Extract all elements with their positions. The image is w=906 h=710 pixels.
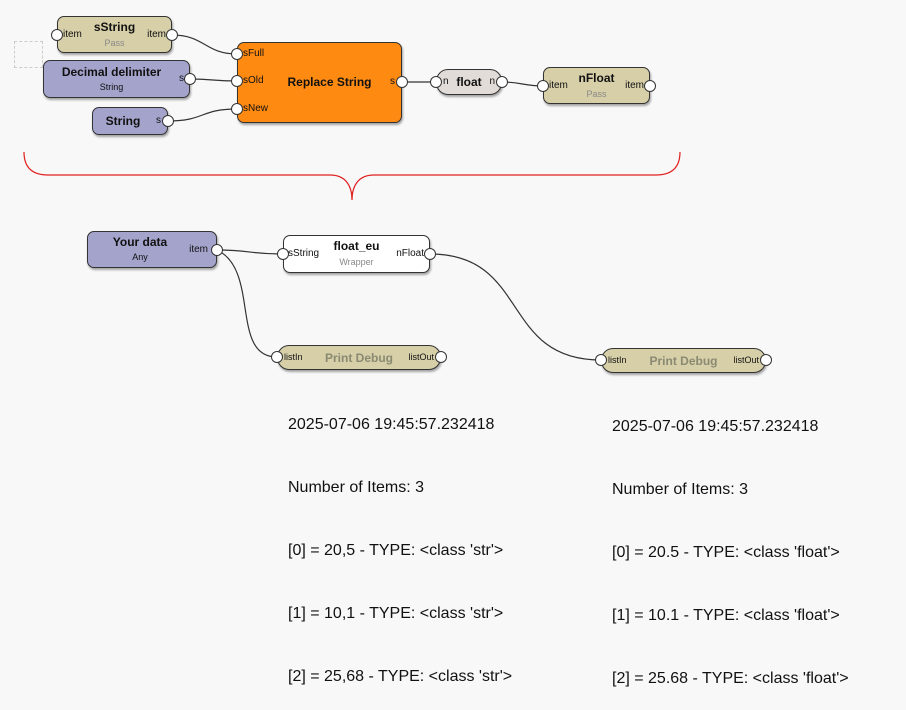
node-title: String [105, 114, 141, 128]
debug-line: [0] = 20.5 - TYPE: <class 'float'> [612, 544, 840, 561]
debug-line: [1] = 10,1 - TYPE: <class 'str'> [288, 605, 504, 622]
node-title: Print Debug [325, 351, 393, 365]
node-title: nFloat [578, 71, 615, 85]
debug-line: Number of Items: 3 [288, 479, 425, 496]
port-replace-sold[interactable] [231, 75, 243, 87]
port-label-out: listOut [408, 352, 434, 362]
brace [23, 151, 681, 201]
node-title: Print Debug [649, 354, 718, 368]
port-label-out: s [179, 73, 184, 84]
node-string[interactable]: String s [92, 107, 168, 135]
node-sstring[interactable]: sString Pass item item [57, 16, 172, 53]
port-yourdata-out[interactable] [211, 244, 223, 256]
port-label-out: item [147, 29, 166, 40]
port-label-sold: sOld [243, 75, 264, 86]
node-subtitle: Wrapper [339, 257, 374, 267]
debug-output-left: 2025-07-06 19:45:57.232418 Number of Ite… [288, 372, 512, 708]
port-label-sfull: sFull [243, 48, 265, 59]
wire-delimiter-sold [189, 78, 238, 82]
port-debugright-out[interactable] [760, 354, 772, 366]
node-print-debug-right[interactable]: Print Debug listIn listOut [601, 348, 766, 373]
wire-yourdata-floateu [216, 249, 282, 255]
port-label-in: item [63, 29, 82, 40]
port-label-out: item [189, 244, 208, 255]
port-sstring-in[interactable] [51, 29, 63, 41]
port-label-in: listIn [284, 352, 303, 362]
node-float-eu[interactable]: float_eu Wrapper sString nFloat [283, 235, 430, 273]
node-your-data[interactable]: Your data Any item [87, 231, 217, 268]
node-replace-string[interactable]: Replace String sFull sOld sNew s [237, 42, 402, 123]
debug-line: Number of Items: 3 [612, 481, 749, 498]
port-debugleft-in[interactable] [271, 351, 283, 363]
selection-rectangle [14, 41, 43, 68]
node-subtitle: Pass [104, 38, 125, 48]
port-label-in: listIn [608, 355, 627, 365]
node-float[interactable]: float n n [436, 69, 502, 95]
port-label-out: nFloat [396, 248, 424, 259]
port-label-snew: sNew [243, 103, 269, 114]
node-title: float [456, 75, 482, 89]
debug-line: 2025-07-06 19:45:57.232418 [288, 416, 495, 433]
port-nfloat-in[interactable] [537, 80, 549, 92]
node-print-debug-left[interactable]: Print Debug listIn listOut [277, 345, 441, 370]
port-label-in: n [443, 76, 449, 87]
port-replace-out[interactable] [396, 76, 408, 88]
debug-output-right: 2025-07-06 19:45:57.232418 Number of Ite… [612, 374, 849, 710]
node-title: Decimal delimiter [61, 65, 162, 79]
port-debugleft-out[interactable] [435, 351, 447, 363]
debug-line: [2] = 25,68 - TYPE: <class 'str'> [288, 668, 513, 685]
port-nfloat-out[interactable] [644, 80, 656, 92]
port-delimiter-out[interactable] [184, 73, 196, 85]
wire-string-snew [167, 108, 238, 122]
port-string-out[interactable] [162, 115, 174, 127]
port-replace-snew[interactable] [231, 103, 243, 115]
port-label-out: s [156, 115, 161, 126]
port-label-out: n [489, 76, 495, 87]
node-title: sString [93, 20, 136, 34]
node-title: float_eu [333, 239, 380, 253]
debug-line: [2] = 25.68 - TYPE: <class 'float'> [612, 670, 849, 687]
port-label-out: item [625, 80, 644, 91]
node-nfloat[interactable]: nFloat Pass item item [543, 67, 650, 104]
port-replace-sfull[interactable] [231, 48, 243, 60]
port-float-out[interactable] [496, 76, 508, 88]
node-title: Your data [112, 235, 168, 249]
debug-line: [0] = 20,5 - TYPE: <class 'str'> [288, 542, 504, 559]
port-sstring-out[interactable] [166, 29, 178, 41]
port-float-in[interactable] [430, 76, 442, 88]
port-floateu-out[interactable] [424, 248, 436, 260]
node-subtitle: Pass [586, 89, 607, 99]
node-subtitle: String [99, 82, 124, 92]
node-subtitle: Any [132, 252, 148, 262]
node-decimal-delimiter[interactable]: Decimal delimiter String s [43, 60, 190, 98]
port-label-in: item [549, 80, 568, 91]
debug-line: 2025-07-06 19:45:57.232418 [612, 418, 819, 435]
port-label-out: s [390, 76, 395, 87]
debug-line: [1] = 10.1 - TYPE: <class 'float'> [612, 607, 840, 624]
node-title: Replace String [287, 75, 372, 89]
port-floateu-in[interactable] [277, 248, 289, 260]
port-label-out: listOut [733, 355, 759, 365]
port-label-in: sString [288, 248, 320, 259]
wire-yourdata-debugleft [216, 249, 278, 358]
wire-floateu-debugright [429, 253, 602, 361]
port-debugright-in[interactable] [595, 354, 607, 366]
wire-sstring-sfull [171, 34, 238, 55]
